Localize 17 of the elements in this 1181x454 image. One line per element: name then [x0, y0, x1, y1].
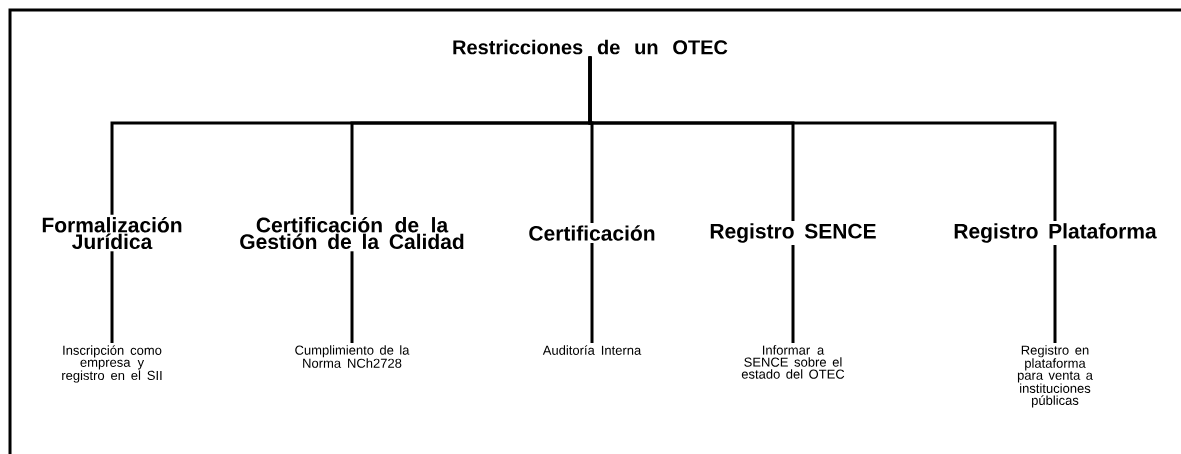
- description-text: Registro en plataforma para venta a instituciones públicas: [1017, 345, 1093, 408]
- connector-line: [590, 243, 594, 343]
- category-heading: Registro Plataforma: [954, 223, 1157, 243]
- description-text: Cumplimiento de la Norma NCh2728: [295, 345, 410, 368]
- connector-line: [791, 245, 795, 343]
- title-text: Restricciones de un OTEC: [453, 39, 728, 55]
- connector-line: [588, 56, 1057, 221]
- description-text: Informar a SENCE sobre el estado del OTEC: [741, 345, 845, 379]
- connector-line: [350, 251, 354, 343]
- connector-line: [1053, 245, 1057, 343]
- description-text: Auditoría Interna: [542, 345, 642, 355]
- description-text: Inscripción como empresa y registro en el SII: [62, 345, 162, 383]
- connector-line: [110, 251, 114, 343]
- category-heading: Formalización Jurídica: [42, 216, 182, 250]
- category-heading: Registro SENCE: [710, 223, 876, 243]
- category-heading: Certificación: [529, 225, 655, 241]
- category-heading: Certificación de la Gestión de la Calidad: [240, 216, 464, 250]
